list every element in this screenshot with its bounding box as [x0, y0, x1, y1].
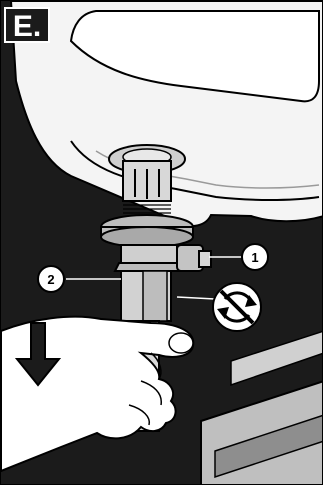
locknut [101, 215, 193, 247]
rotate-leader [177, 297, 215, 299]
hand [1, 317, 193, 471]
drain-body [115, 245, 211, 271]
callout-1-number: 1 [251, 250, 258, 265]
cabinet [201, 331, 323, 485]
callout-2-number: 2 [47, 272, 54, 287]
step-label: E. [4, 7, 50, 43]
callout-1: 1 [242, 244, 268, 270]
no-rotate-icon [213, 283, 261, 331]
callout-2: 2 [38, 266, 64, 292]
